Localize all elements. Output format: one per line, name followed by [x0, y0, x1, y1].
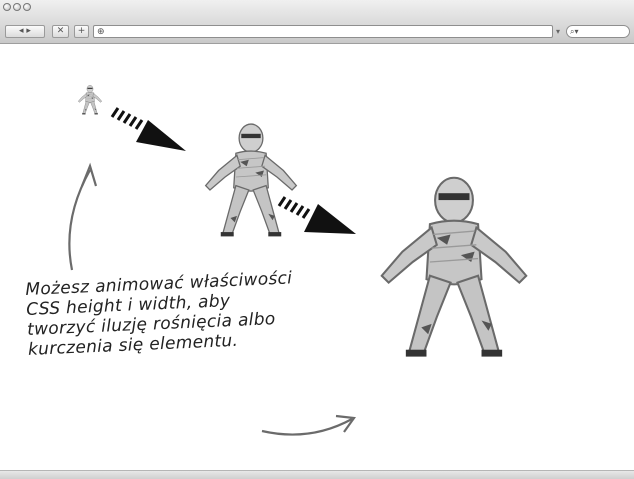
curved-arrow-up — [69, 170, 90, 270]
curved-arrow-right-head — [336, 416, 354, 432]
mummy-large — [382, 178, 526, 357]
arrow-dashes-1 — [112, 108, 142, 129]
curved-arrow-up-head — [82, 166, 96, 186]
annotation-text: Możesz animować właściwości CSS height i… — [25, 265, 368, 360]
arrow-dashes-2 — [279, 197, 309, 218]
mummy-small — [78, 85, 102, 114]
arrow-head-2 — [304, 204, 356, 234]
mummy-medium — [206, 124, 297, 236]
arrow-head-1 — [136, 120, 186, 151]
curved-arrow-right — [262, 419, 352, 435]
